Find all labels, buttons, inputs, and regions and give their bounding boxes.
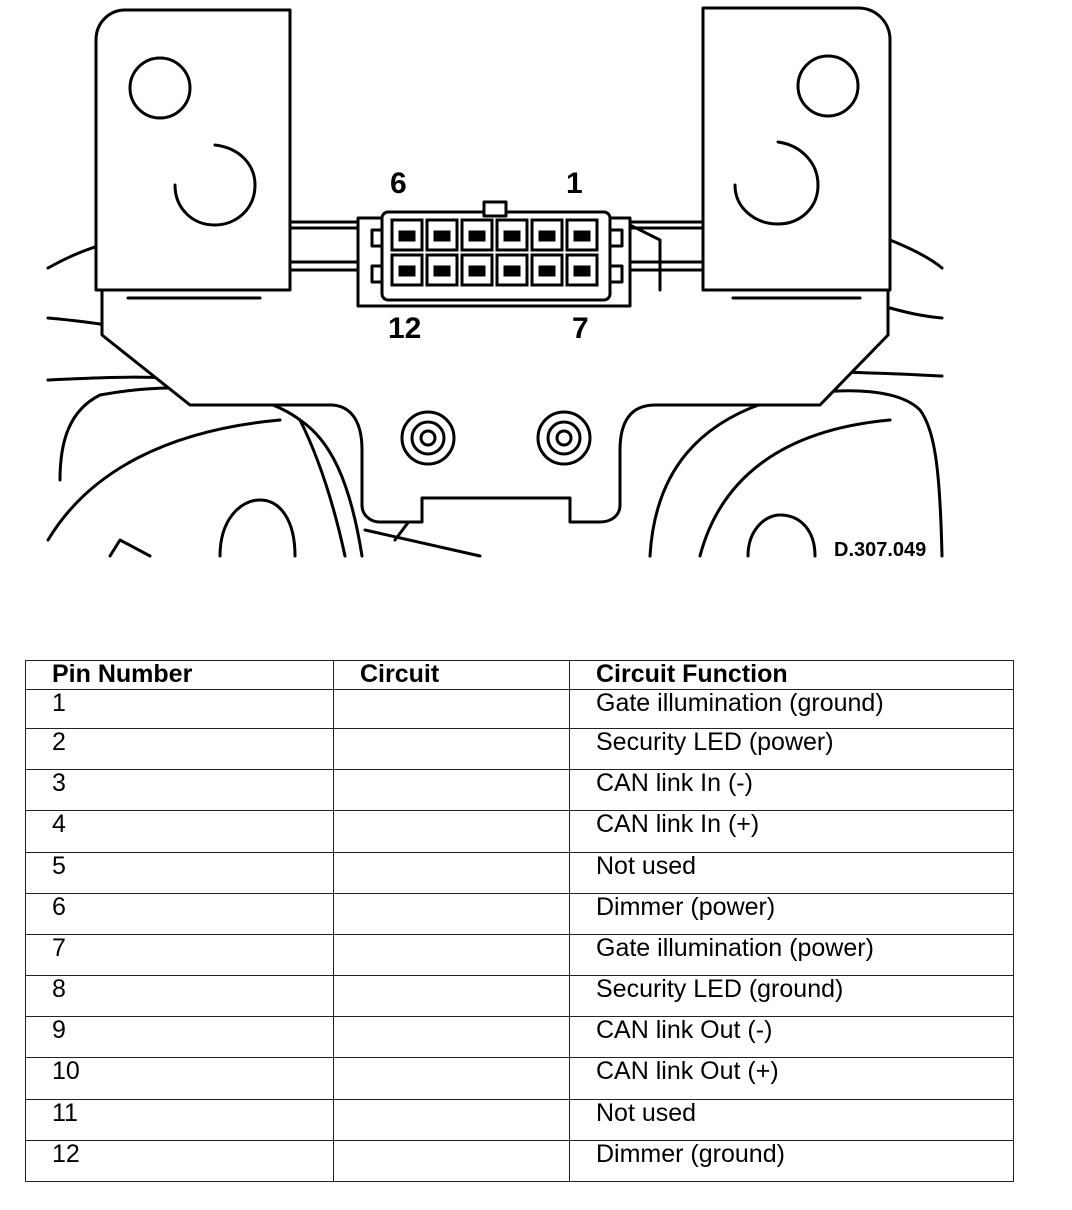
pin-label-7: 7: [572, 312, 589, 345]
right-boss: [536, 410, 592, 466]
circuit-cell: [333, 810, 570, 853]
circuit-cell: [333, 851, 570, 894]
circuit-cell: [333, 688, 570, 730]
circuit-function-cell: CAN link In (+): [569, 810, 1014, 853]
connector-pin-terminal: [398, 265, 416, 277]
circuit-function-cell: Security LED (ground): [569, 975, 1014, 1018]
lower-left-housing: [58, 386, 364, 558]
column-header-pin-number: Pin Number: [25, 660, 334, 690]
pin-number-cell: 11: [25, 1098, 334, 1141]
table-row: 1 Gate illumination (ground): [25, 688, 1014, 730]
pin-number-cell: 6: [25, 892, 334, 935]
table-row: 3 CAN link In (-): [25, 769, 1014, 812]
pin-number-cell: 10: [25, 1057, 334, 1100]
pin-number-cell: 1: [25, 688, 334, 730]
table-row: 5 Not used: [25, 851, 1014, 894]
pin-number-cell: 5: [25, 851, 334, 894]
right-mounting-hole: [796, 54, 860, 118]
circuit-function-cell: Not used: [569, 851, 1014, 894]
circuit-function-cell: Dimmer (ground): [569, 1139, 1014, 1183]
table-row: 4 CAN link In (+): [25, 810, 1014, 853]
table-row: 8 Security LED (ground): [25, 975, 1014, 1018]
connector-pin-grid: [390, 218, 599, 287]
pin-label-12: 12: [388, 312, 421, 345]
right-pivot-arc: [733, 140, 820, 226]
table-row: 11 Not used: [25, 1098, 1014, 1141]
pin-number-cell: 8: [25, 975, 334, 1018]
column-header-circuit: Circuit: [333, 660, 570, 690]
table-row: 12 Dimmer (ground): [25, 1139, 1014, 1183]
circuit-function-cell: CAN link In (-): [569, 769, 1014, 812]
circuit-function-cell: Dimmer (power): [569, 892, 1014, 935]
circuit-function-cell: Not used: [569, 1098, 1014, 1141]
circuit-cell: [333, 1098, 570, 1141]
connector-pin-terminal: [538, 265, 556, 277]
pin-label-1: 1: [566, 167, 583, 200]
circuit-cell: [333, 1057, 570, 1100]
pin-number-cell: 12: [25, 1139, 334, 1183]
bracket-plate: [100, 288, 890, 524]
connector-pin-terminal: [503, 265, 521, 277]
connector-pin-cavity: [460, 218, 494, 252]
housing-outline-right: [888, 238, 944, 270]
table-header-row: Pin Number Circuit Circuit Function: [25, 660, 1014, 690]
reference-code: D.307.049: [834, 539, 926, 561]
left-pivot-arc: [173, 143, 257, 227]
pin-number-cell: 3: [25, 769, 334, 812]
circuit-function-cell: CAN link Out (+): [569, 1057, 1014, 1100]
connector-pin-terminal: [433, 230, 451, 242]
connector-pin-terminal: [538, 230, 556, 242]
connector-diagram: 6 1 12 7 D.307.049: [46, 6, 944, 561]
connector-pin-terminal: [503, 230, 521, 242]
left-post: [94, 8, 292, 292]
circuit-function-cell: Gate illumination (ground): [569, 688, 1014, 730]
circuit-function-cell: CAN link Out (-): [569, 1016, 1014, 1059]
column-header-circuit-function: Circuit Function: [569, 660, 1014, 690]
table-row: 7 Gate illumination (power): [25, 933, 1014, 977]
pin-number-cell: 2: [25, 728, 334, 771]
pin-number-cell: 9: [25, 1016, 334, 1059]
circuit-cell: [333, 892, 570, 935]
circuit-cell: [333, 975, 570, 1018]
pin-number-cell: 7: [25, 933, 334, 977]
connector-pin-terminal: [573, 265, 591, 277]
left-mounting-hole: [128, 56, 192, 120]
table-row: 6 Dimmer (power): [25, 892, 1014, 935]
connector-pin-terminal: [398, 230, 416, 242]
connector-pin-terminal: [433, 265, 451, 277]
circuit-cell: [333, 728, 570, 771]
circuit-cell: [333, 1016, 570, 1059]
lower-right-housing: [648, 389, 944, 558]
circuit-function-cell: Gate illumination (power): [569, 933, 1014, 977]
circuit-cell: [333, 769, 570, 812]
circuit-cell: [333, 933, 570, 977]
circuit-function-cell: Security LED (power): [569, 728, 1014, 771]
connector-latch: [482, 200, 508, 218]
connector-pin-terminal: [468, 265, 486, 277]
table-row: 9 CAN link Out (-): [25, 1016, 1014, 1059]
table-row: 10 CAN link Out (+): [25, 1057, 1014, 1100]
left-boss: [400, 410, 456, 466]
pin-number-cell: 4: [25, 810, 334, 853]
connector-pin-cavity: [565, 253, 599, 287]
connector-pin-terminal: [468, 230, 486, 242]
circuit-cell: [333, 1139, 570, 1183]
pin-label-6: 6: [390, 167, 407, 200]
table-row: 2 Security LED (power): [25, 728, 1014, 771]
connector-pin-terminal: [573, 230, 591, 242]
